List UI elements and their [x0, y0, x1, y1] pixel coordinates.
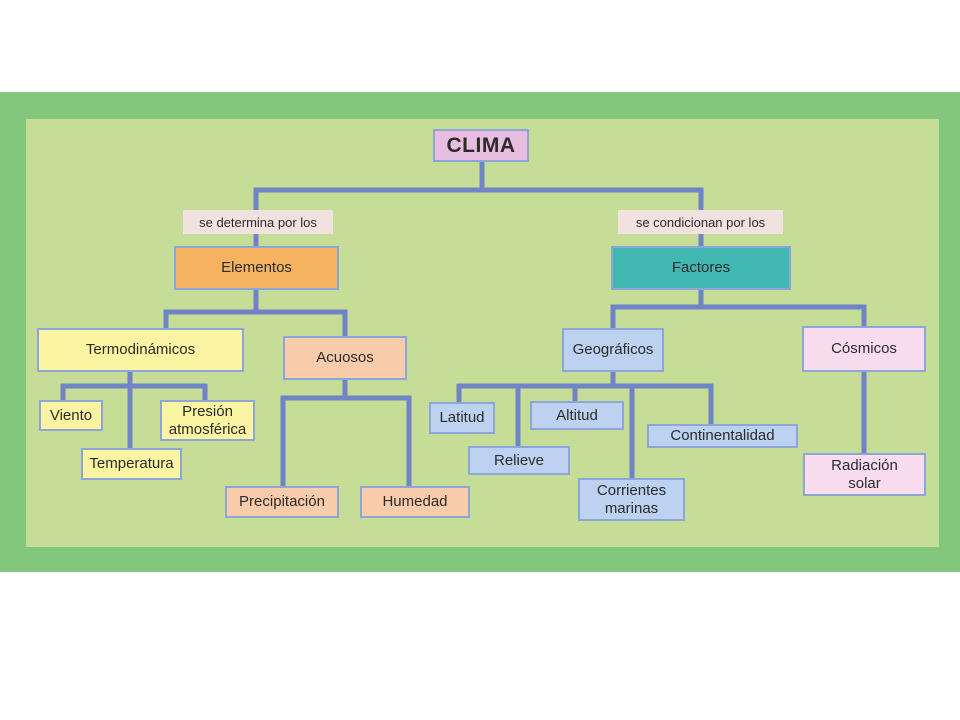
radiacion-solar-box: Radiación solar	[803, 453, 926, 496]
continentalidad-box: Continentalidad	[647, 424, 798, 448]
latitud-box: Latitud	[429, 402, 495, 434]
elementos-box: Elementos	[174, 246, 339, 290]
right-connector-phrase: se condicionan por los	[618, 210, 783, 234]
viento-box: Viento	[39, 400, 103, 431]
left-connector-phrase: se determina por los	[183, 210, 333, 234]
precipitacion-box: Precipitación	[225, 486, 339, 518]
presion-atmosferica-box: Presión atmosférica	[160, 400, 255, 441]
clima-title-box: CLIMA	[433, 129, 529, 162]
factores-box: Factores	[611, 246, 791, 290]
humedad-box: Humedad	[360, 486, 470, 518]
temperatura-box: Temperatura	[81, 448, 182, 480]
relieve-box: Relieve	[468, 446, 570, 475]
cosmicos-box: Cósmicos	[802, 326, 926, 372]
termodinamicos-box: Termodinámicos	[37, 328, 244, 372]
acuosos-box: Acuosos	[283, 336, 407, 380]
geograficos-box: Geográficos	[562, 328, 664, 372]
altitud-box: Altitud	[530, 401, 624, 430]
corrientes-marinas-box: Corrientes marinas	[578, 478, 685, 521]
